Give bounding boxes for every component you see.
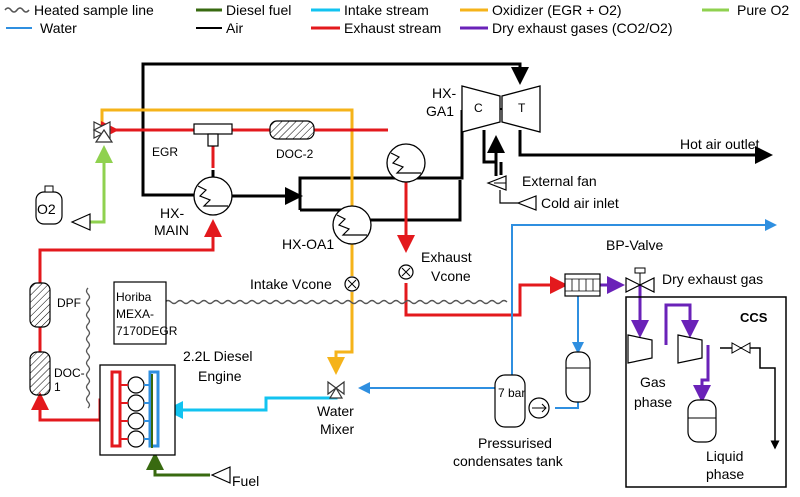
ccs-valve-icon — [731, 342, 751, 354]
heated-sample-lines — [85, 287, 508, 409]
engine-icon — [99, 364, 176, 456]
pressure-label: 7 bar — [498, 386, 525, 400]
ccs-inner-line — [720, 347, 780, 450]
air-lines — [141, 62, 773, 222]
engine-label-2: Engine — [198, 368, 242, 384]
legend-intake: Intake stream — [344, 2, 429, 18]
legend-air: Air — [226, 20, 243, 36]
legend-pure-o2: Pure O2 — [737, 2, 789, 18]
hx-oa1-label: HX-OA1 — [282, 236, 334, 252]
intake-line — [165, 392, 338, 419]
hx-main-icon — [193, 176, 233, 216]
exhaust-vcone-label-1: Exhaust — [421, 249, 472, 265]
egr-junction-icon — [193, 123, 233, 147]
compressor-label: C — [474, 101, 483, 115]
intake-vcone-icon — [344, 276, 360, 292]
bp-valve-icon — [625, 267, 655, 293]
water-mixer-icon — [327, 380, 345, 399]
hot-air-outlet-label: Hot air outlet — [680, 136, 759, 152]
ccs-compressor-2-icon — [677, 334, 703, 364]
ccs-label: CCS — [740, 310, 768, 325]
external-fan-label: External fan — [522, 173, 597, 189]
fuel-label: Fuel — [232, 473, 259, 489]
hx-ga1-label-1: HX- — [432, 85, 456, 101]
legend-exhaust: Exhaust stream — [344, 20, 441, 36]
intake-vcone-label: Intake Vcone — [250, 276, 332, 292]
ccs-separator-icon — [687, 399, 717, 443]
horiba-label-2: MEXA- — [116, 307, 154, 321]
exhaust-vcone-icon — [398, 264, 414, 280]
cold-air-line — [499, 190, 518, 204]
doc1-label-1: DOC- — [54, 366, 85, 380]
oxidizer-lines — [100, 108, 354, 375]
separator-vessel-icon — [565, 351, 591, 403]
legend-water: Water — [40, 20, 77, 36]
gas-phase-label-1: Gas — [640, 374, 666, 390]
oxidizer-valve-icon — [92, 121, 114, 143]
hx-ga1-label-2: GA1 — [426, 103, 454, 119]
hx-main-label-2: MAIN — [154, 222, 189, 238]
dry-exhaust-lines — [600, 276, 711, 403]
tank-label-2: condensates tank — [453, 453, 564, 469]
bp-valve-label: BP-Valve — [606, 237, 664, 253]
o2-label: O2 — [37, 201, 56, 217]
horiba-label-3: 7170DEGR — [116, 324, 178, 338]
gas-phase-label-2: phase — [634, 394, 672, 410]
external-fan-icon — [486, 175, 507, 191]
water-mixer-label-2: Mixer — [320, 421, 355, 437]
legend-dry-exhaust: Dry exhaust gases (CO2/O2) — [492, 20, 673, 36]
legend-diesel: Diesel fuel — [226, 2, 291, 18]
pump-icon — [528, 397, 550, 419]
liquid-phase-label-2: phase — [706, 466, 744, 482]
doc1-label-2: 1 — [54, 380, 61, 394]
doc1-icon — [29, 351, 51, 396]
ccs-box — [625, 296, 787, 488]
turbine-label: T — [518, 101, 526, 115]
o2-line — [90, 145, 113, 224]
legend: Heated sample line Water Diesel fuel Air… — [4, 2, 789, 36]
ccs-compressor-1-icon — [627, 334, 653, 364]
legend-oxidizer: Oxidizer (EGR + O2) — [492, 2, 622, 18]
legend-heated-line-swatch — [4, 7, 30, 13]
hx-oa1-icon — [332, 205, 372, 245]
horiba-box — [113, 281, 167, 345]
exhaust-vcone-label-2: Vcone — [431, 268, 471, 284]
hx-exhaust-icon — [386, 143, 426, 183]
doc2-icon — [269, 120, 315, 140]
doc2-label: DOC-2 — [276, 147, 314, 161]
cold-air-inlet-icon — [516, 195, 537, 211]
hx-main-label-1: HX- — [160, 205, 184, 221]
horiba-label-1: Horiba — [116, 290, 152, 304]
o2-tank-icon — [35, 185, 91, 231]
pressurised-tank-icon — [494, 374, 526, 428]
dpf-label: DPF — [57, 296, 81, 310]
condenser-icon — [564, 273, 601, 297]
cold-air-inlet-label: Cold air inlet — [541, 195, 619, 211]
engine-label-1: 2.2L Diesel — [183, 348, 253, 364]
liquid-phase-label-1: Liquid — [706, 448, 743, 464]
water-mixer-label-1: Water — [317, 403, 354, 419]
legend-heated-line: Heated sample line — [34, 2, 154, 18]
dry-exhaust-gas-label: Dry exhaust gas — [662, 271, 763, 287]
tank-label-1: Pressurised — [478, 435, 552, 451]
dpf-icon — [29, 282, 51, 328]
turbocharger-icon — [461, 85, 541, 133]
egr-label: EGR — [152, 145, 178, 159]
fuel-line — [146, 452, 210, 477]
fuel-inlet-icon — [210, 466, 231, 484]
